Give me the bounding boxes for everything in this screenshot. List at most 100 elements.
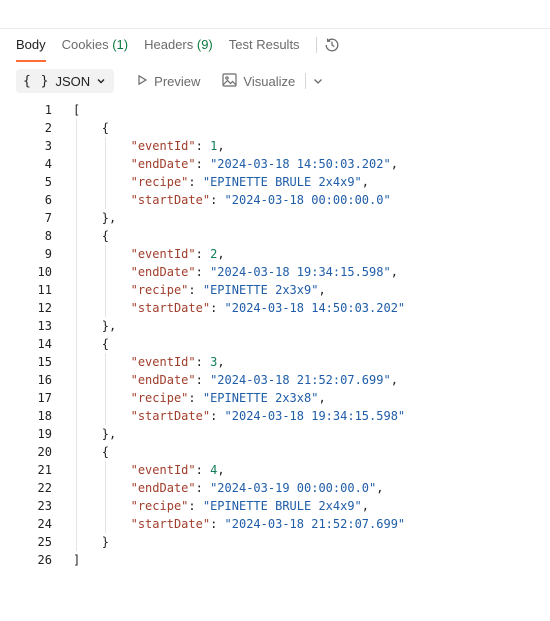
indent-guide (104, 479, 106, 497)
indent-guide (104, 515, 106, 533)
json-punctuation: : (195, 355, 211, 369)
line-number: 11 (37, 283, 52, 297)
code-line: 15"eventId": 3, (0, 353, 550, 371)
code-line: 18 "startDate": "2024-03-18 19:34:15.598" (0, 407, 550, 425)
indent-guide (76, 389, 77, 407)
indent-guide (104, 155, 106, 173)
json-key: "recipe" (130, 283, 189, 297)
indent-guide (76, 245, 77, 263)
indent-guide (76, 227, 77, 245)
code-line: 10"endDate": "2024-03-18 19:34:15.598", (0, 263, 550, 281)
json-punctuation: [ (73, 103, 81, 117)
json-key: "recipe" (130, 391, 189, 405)
line-number: 16 (37, 373, 52, 387)
line-number: 25 (37, 535, 52, 549)
code-content: "recipe": "EPINETTE 2x3x8", (131, 389, 326, 407)
visualize-label: Visualize (243, 73, 296, 89)
visualize-dropdown-button[interactable] (312, 75, 324, 87)
preview-button[interactable]: Preview (136, 74, 200, 89)
code-content: { (102, 227, 109, 245)
code-line: 11"recipe": "EPINETTE 2x3x9", (0, 281, 550, 299)
json-string: "EPINETTE BRULE 2x4x9" (202, 175, 362, 189)
history-icon[interactable] (323, 36, 341, 54)
code-line: 12"startDate": "2024-03-18 14:50:03.202" (0, 299, 550, 317)
visualize-button[interactable]: Visualize (222, 72, 296, 90)
chevron-down-icon (96, 74, 106, 89)
code-line: 14{ (0, 335, 550, 353)
code-line: 6"startDate": "2024-03-18 00:00:00.0" (0, 191, 550, 209)
tab-cookies-count: (1) (112, 37, 129, 52)
json-punctuation: , (390, 265, 398, 279)
json-punctuation: , (217, 355, 225, 369)
json-key: "eventId" (130, 247, 196, 261)
tab-headers[interactable]: Headers (9) (144, 36, 213, 62)
code-line: 2{ (0, 119, 550, 137)
tab-test-results[interactable]: Test Results (229, 36, 300, 62)
json-string: "2024-03-18 14:50:03.202" (210, 157, 391, 171)
code-line: 21"eventId": 4, (0, 461, 550, 479)
json-response-viewer[interactable]: 1[2{3"eventId": 1,4"endDate": "2024-03-1… (0, 101, 550, 569)
indent-guide (76, 479, 77, 497)
code-content: "startDate": "2024-03-18 19:34:15.598" (131, 407, 406, 425)
json-punctuation: , (390, 157, 398, 171)
json-punctuation: } (101, 535, 110, 549)
code-line: 23"recipe": "EPINETTE BRULE 2x4x9", (0, 497, 550, 515)
indent-guide (104, 137, 106, 155)
code-line: 25} (0, 533, 550, 551)
line-number: 21 (37, 463, 52, 477)
format-select[interactable]: { } JSON (16, 69, 115, 93)
line-number: 13 (37, 319, 52, 333)
json-key: "startDate" (130, 193, 211, 207)
json-punctuation: : (195, 373, 211, 387)
json-key: "recipe" (130, 175, 189, 189)
json-string: "2024-03-18 19:34:15.598" (224, 409, 406, 423)
json-string: "2024-03-19 00:00:00.0" (210, 481, 377, 495)
json-punctuation: : (188, 283, 203, 297)
json-key: "endDate" (130, 265, 196, 279)
response-toolbar: { } JSON Preview Visualize (16, 68, 324, 94)
tab-body[interactable]: Body (16, 36, 46, 62)
format-label: JSON (55, 73, 91, 89)
line-number: 19 (37, 427, 52, 441)
json-number: 1 (210, 139, 218, 153)
json-punctuation: : (210, 301, 225, 315)
code-content: [ (73, 101, 80, 119)
line-number: 20 (37, 445, 52, 459)
json-number: 2 (210, 247, 218, 261)
line-number: 5 (44, 175, 52, 189)
indent-guide (76, 407, 77, 425)
indent-guide (76, 335, 77, 353)
code-content: }, (102, 425, 116, 443)
json-punctuation: { (101, 445, 110, 459)
line-number: 2 (44, 121, 52, 135)
tab-body-label: Body (16, 37, 46, 52)
code-line: 16"endDate": "2024-03-18 21:52:07.699", (0, 371, 550, 389)
code-line: 5"recipe": "EPINETTE BRULE 2x4x9", (0, 173, 550, 191)
indent-guide (76, 119, 77, 137)
line-number: 3 (44, 139, 52, 153)
code-content: "eventId": 2, (131, 245, 225, 263)
code-line: 22"endDate": "2024-03-19 00:00:00.0", (0, 479, 550, 497)
json-key: "endDate" (130, 373, 196, 387)
json-string: "EPINETTE 2x3x8" (202, 391, 319, 405)
braces-icon: { } (23, 73, 50, 89)
code-content: "endDate": "2024-03-18 19:34:15.598", (131, 263, 398, 281)
line-number: 18 (37, 409, 52, 423)
indent-guide (104, 461, 106, 479)
indent-guide (104, 263, 106, 281)
code-line: 26] (0, 551, 550, 569)
json-punctuation: , (217, 247, 225, 261)
json-punctuation: : (195, 265, 211, 279)
json-key: "eventId" (130, 463, 196, 477)
code-content: }, (102, 317, 116, 335)
json-punctuation: , (318, 391, 326, 405)
json-punctuation: { (101, 121, 110, 135)
response-tabs: Body Cookies (1) Headers (9) Test Result… (16, 36, 341, 62)
code-content: }, (102, 209, 116, 227)
tab-headers-label: Headers (144, 37, 197, 52)
line-number: 26 (37, 553, 52, 567)
indent-guide (104, 389, 106, 407)
tab-cookies[interactable]: Cookies (1) (62, 36, 128, 62)
json-string: "EPINETTE 2x3x9" (202, 283, 319, 297)
code-content: "startDate": "2024-03-18 14:50:03.202" (131, 299, 406, 317)
